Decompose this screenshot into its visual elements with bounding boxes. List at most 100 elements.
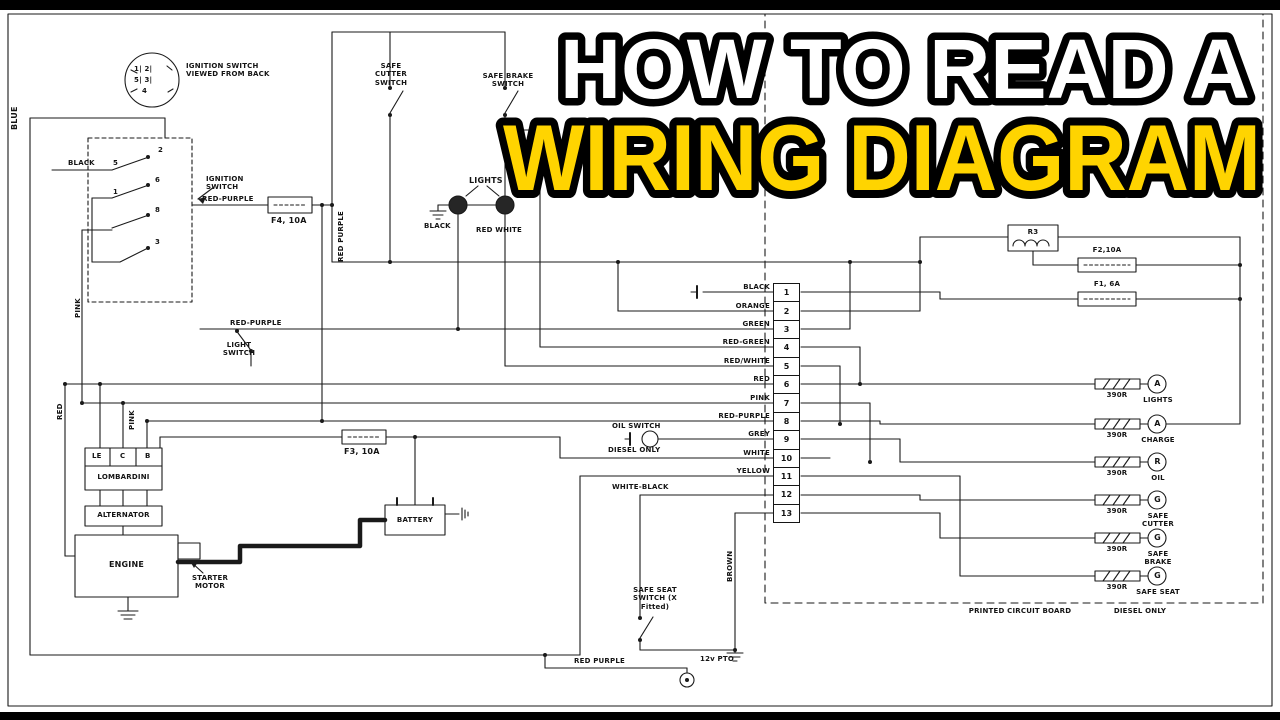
wire-label-red-purple-mid: RED-PURPLE	[230, 319, 282, 327]
top-black-bar	[0, 0, 1280, 10]
printed-circuit-board	[764, 13, 1264, 604]
resistor-value-charge: 390R	[1106, 431, 1128, 439]
light-switch-label: LIGHT SWITCH	[222, 341, 256, 358]
contact-number-6: 6	[155, 176, 161, 184]
wire-label-blue: BLUE	[10, 106, 19, 130]
gauge-letter-oil: R	[1154, 457, 1161, 466]
safe-cutter-switch-label: SAFE CUTTER SWITCH	[374, 62, 408, 87]
ignition-connector-caption: IGNITION SWITCH VIEWED FROM BACK	[186, 62, 270, 79]
safe-brake-switch-symbol	[503, 31, 541, 348]
pcb-caption: PRINTED CIRCUIT BOARD	[968, 607, 1072, 615]
terminal-number: 10	[774, 450, 799, 468]
gauge-letter-safe-seat: G	[1154, 571, 1161, 580]
fuse-f3-battery-symbol	[159, 429, 561, 565]
gauge-letter-lights: A	[1154, 379, 1161, 388]
terminal-strip: 1 2 3 4 5 6 7 8 9 10 11 12 13	[773, 283, 800, 523]
contact-number-1: 1	[113, 188, 119, 196]
wire-color-label-9: GREY	[748, 430, 770, 438]
bottom-circuits	[543, 616, 744, 688]
gauge-letter-safe-brake: G	[1154, 533, 1161, 542]
terminal-number: 2	[774, 302, 799, 321]
terminal-number: 1	[774, 284, 799, 303]
contact-number-2: 2	[158, 146, 164, 154]
alternator-label: ALTERNATOR	[97, 511, 150, 519]
terminal-number: 9	[774, 431, 799, 450]
wire-label-brown: BROWN	[726, 550, 734, 582]
headlamps-symbol	[429, 185, 515, 367]
terminal-label-b: B	[145, 452, 151, 460]
wire-color-label-8: RED-PURPLE	[718, 412, 770, 420]
gauge-label-safe-seat: SAFE SEAT	[1136, 588, 1180, 596]
ignition-pin-row-1: 1| 2|	[134, 65, 153, 73]
starter-motor-label: STARTER MOTOR	[191, 574, 229, 591]
fuse-label-f2: F2,10A	[1092, 246, 1122, 254]
terminal-number: 13	[780, 508, 793, 518]
contact-number-5: 5	[113, 159, 119, 167]
resistor-label-r3: R3	[1027, 228, 1039, 236]
pcb-diesel-only-caption: DIESEL ONLY	[1113, 607, 1167, 615]
terminal-number: 8	[774, 413, 799, 432]
wire-label-red-purple-bottom: RED PURPLE	[574, 657, 625, 665]
battery-label: BATTERY	[396, 516, 434, 524]
lights-label: LIGHTS	[469, 176, 503, 185]
wire-color-label-2: ORANGE	[735, 302, 770, 310]
safe-seat-switch-label: SAFE SEAT SWITCH (X Fitted)	[633, 586, 677, 611]
wire-label-red-white-lamp: RED WHITE	[476, 226, 522, 234]
fuse-label-f1: F1, 6A	[1093, 280, 1121, 288]
gauge-label-charge: CHARGE	[1141, 436, 1175, 444]
wire-color-label-1: BLACK	[743, 283, 770, 291]
resistor-value-oil: 390R	[1106, 469, 1128, 477]
contact-number-8: 8	[155, 206, 161, 214]
wire-color-label-6: RED	[753, 375, 770, 383]
safe-brake-switch-label: SAFE BRAKE SWITCH	[482, 72, 534, 89]
terminal-number: 11	[774, 468, 799, 487]
terminal-number: 12	[774, 486, 799, 505]
contact-number-3: 3	[155, 238, 161, 246]
diagram-border	[7, 13, 1273, 707]
ignition-pin-row-3: 4	[142, 87, 148, 95]
wire-label-red-vertical: RED	[56, 403, 64, 420]
terminal-label-le: LE	[92, 452, 102, 460]
wire-label-black-contact: BLACK	[68, 159, 95, 167]
gauge-label-safe-cutter: SAFE CUTTER	[1142, 512, 1174, 529]
gauge-letter-safe-cutter: G	[1154, 495, 1161, 504]
terminal-number: 7	[774, 394, 799, 413]
wire-label-white-black: WHITE-BLACK	[612, 483, 669, 491]
fuse-label-f4: F4, 10A	[271, 216, 307, 225]
diesel-only-switch-label: DIESEL ONLY	[608, 446, 661, 454]
gauge-label-safe-brake: SAFE BRAKE	[1144, 550, 1172, 567]
wire-label-red-purple-vertical: RED PURPLE	[337, 211, 345, 262]
oil-switch-label: OIL SWITCH	[612, 422, 661, 430]
fuse-f4-symbol	[191, 31, 921, 422]
wire-label-pink-b: PINK	[128, 410, 136, 430]
terminal-number: 3	[774, 321, 799, 340]
wire-label-red-purple-feed: RED-PURPLE	[202, 195, 254, 203]
pto-label: 12v PTO	[700, 655, 734, 663]
terminal-number: 5	[774, 358, 799, 376]
terminal-row-wires	[63, 260, 774, 656]
wire-color-label-4: RED-GREEN	[722, 338, 770, 346]
ignition-pin-row-2: 5| 3|	[134, 76, 153, 84]
terminal-number: 4	[774, 339, 799, 358]
gauge-letter-charge: A	[1154, 419, 1161, 428]
resistor-value-safe-brake: 390R	[1106, 545, 1128, 553]
engine-block-symbols	[74, 447, 204, 620]
wire-color-label-3: GREEN	[742, 320, 770, 328]
gauge-resistor-symbols	[1094, 374, 1167, 586]
terminal-number: 6	[774, 376, 799, 395]
bottom-black-bar	[0, 712, 1280, 720]
light-switch-symbol	[199, 328, 774, 367]
wire-color-label-7: PINK	[750, 394, 770, 402]
wire-label-black-lamp: BLACK	[424, 222, 451, 230]
ignition-contacts-symbol	[29, 117, 215, 404]
left-rails	[29, 117, 581, 656]
ignition-switch-label: IGNITION SWITCH	[206, 175, 244, 192]
wire-color-label-11: YELLOW	[736, 467, 770, 475]
wire-color-label-10: WHITE	[743, 449, 770, 457]
gauge-label-lights: LIGHTS	[1143, 396, 1173, 404]
engine-label: ENGINE	[108, 560, 145, 569]
resistor-value-lights: 390R	[1106, 391, 1128, 399]
terminal-label-c: C	[120, 452, 126, 460]
